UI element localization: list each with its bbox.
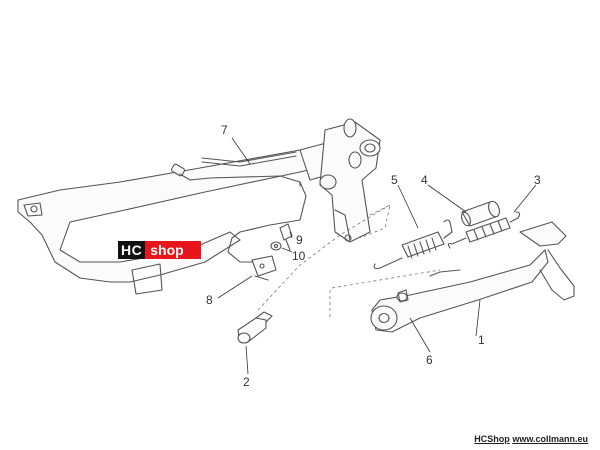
callout-6: 6	[426, 353, 433, 367]
part-4-sleeve	[460, 200, 500, 227]
leader-lines	[217, 137, 537, 375]
footer-brand[interactable]: HCShop	[474, 434, 510, 444]
callout-7: 7	[221, 123, 228, 137]
part-3-spring	[447, 211, 521, 249]
callout-2: 2	[243, 375, 250, 389]
callout-10: 10	[292, 249, 306, 263]
footer-site-link[interactable]: www.collmann.eu	[512, 434, 588, 444]
frame-assembly	[17, 118, 391, 295]
callout-numbers: 7 5 4 3 9 10 8 1 6 2	[206, 123, 541, 389]
callout-5: 5	[391, 173, 398, 187]
part-5-spring	[373, 219, 453, 270]
callout-3: 3	[534, 173, 541, 187]
part-6-pin	[397, 289, 409, 303]
callout-1: 1	[478, 333, 485, 347]
part-9-screw	[279, 223, 293, 251]
watermark-shop: shop	[145, 241, 201, 259]
part-2-bolt	[237, 204, 391, 344]
footer-credit: HCShop www.collmann.eu	[474, 434, 588, 444]
callout-9: 9	[296, 233, 303, 247]
part-10-washer	[270, 241, 282, 251]
part-7-cable	[170, 151, 307, 263]
watermark-hc: HC	[118, 241, 146, 259]
callout-4: 4	[421, 173, 428, 187]
part-1-side-stand	[329, 221, 575, 333]
part-8-switch	[251, 255, 277, 281]
callout-8: 8	[206, 293, 213, 307]
hcshop-watermark: HC shop	[118, 241, 201, 259]
